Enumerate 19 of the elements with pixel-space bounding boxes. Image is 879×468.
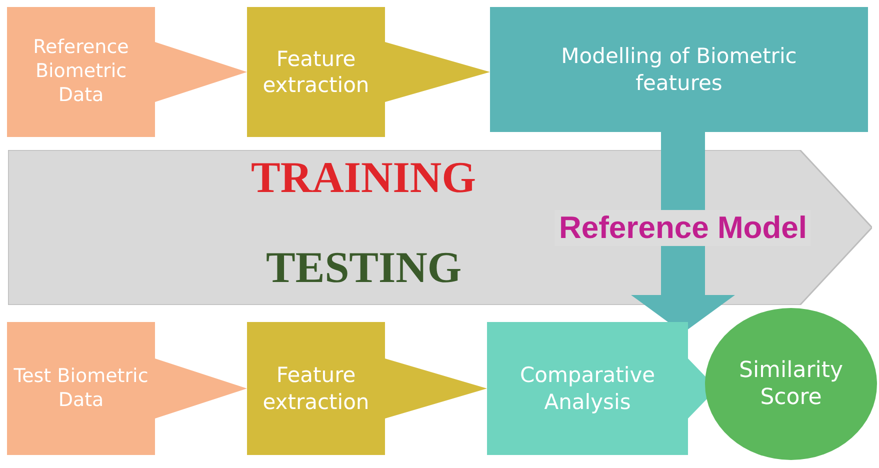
chevron-arrow [155, 42, 247, 102]
node-label: Modelling of Biometric features [560, 43, 798, 96]
chevron-arrow [385, 358, 487, 418]
process-box [247, 322, 385, 455]
process-box [247, 7, 385, 137]
process-box [490, 7, 868, 132]
node-label: Comparative Analysis [518, 362, 656, 415]
chevron-arrow [155, 358, 247, 418]
node-label: Reference Biometric Data [32, 36, 130, 108]
chevron-arrow [385, 42, 490, 102]
stage-title: TESTING [266, 242, 462, 293]
stage-title: TRAINING [251, 152, 476, 203]
node-label: Similarity Score [738, 356, 844, 412]
node-label: Feature extraction [262, 46, 370, 98]
node-label: Feature extraction [262, 362, 370, 415]
process-box [487, 322, 688, 455]
node-label: Test Biometric Data [13, 364, 149, 412]
process-box [7, 322, 155, 455]
process-box [7, 7, 155, 137]
